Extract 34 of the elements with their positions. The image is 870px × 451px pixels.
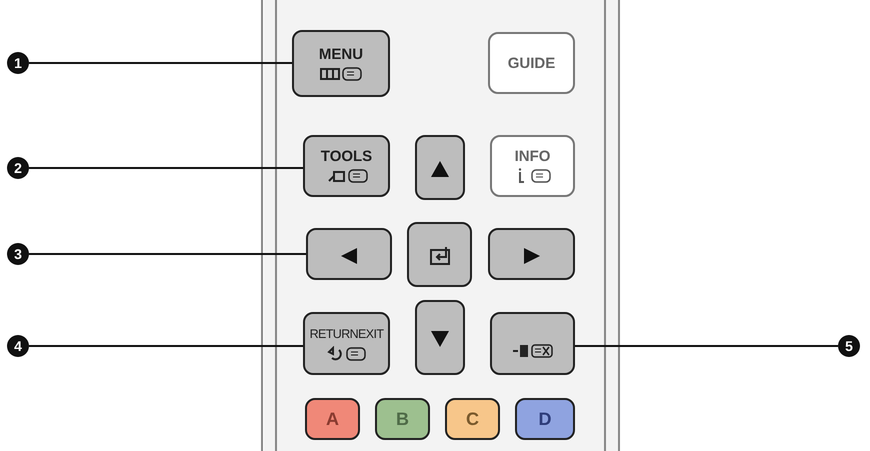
- return-button: [303, 312, 390, 375]
- button-label: TOOLS: [320, 148, 372, 165]
- button-label: INFO: [514, 148, 550, 165]
- left-button: [306, 228, 392, 280]
- callout-number: 5: [838, 335, 860, 357]
- menu-button: [292, 30, 390, 97]
- color-button: [515, 398, 575, 440]
- color-button: [305, 398, 360, 440]
- button-label: A: [326, 410, 339, 428]
- down-button: [415, 300, 465, 375]
- right-button: [488, 228, 575, 280]
- callout-number: 2: [7, 157, 29, 179]
- button-label: C: [466, 410, 479, 428]
- info-button: [490, 135, 575, 197]
- callout-number: 3: [7, 243, 29, 265]
- button-label: B: [396, 410, 409, 428]
- button-label: GUIDE: [508, 54, 556, 72]
- exit-button: [490, 312, 575, 375]
- leader-line: [575, 345, 838, 347]
- button-label: D: [538, 410, 552, 428]
- leader-line: [29, 62, 292, 64]
- callout-number: 1: [7, 52, 29, 74]
- leader-line: [29, 253, 306, 255]
- up-button: [415, 135, 465, 200]
- color-button: [445, 398, 500, 440]
- leader-line: [29, 167, 303, 169]
- color-button: [375, 398, 430, 440]
- leader-line: [29, 345, 303, 347]
- button-label: MENU: [318, 46, 364, 62]
- enter-button: [407, 222, 472, 287]
- guide-button: [488, 32, 575, 94]
- callout-number: 4: [7, 335, 29, 357]
- tools-button: [303, 135, 390, 197]
- button-label: RETURNEXIT: [310, 326, 384, 342]
